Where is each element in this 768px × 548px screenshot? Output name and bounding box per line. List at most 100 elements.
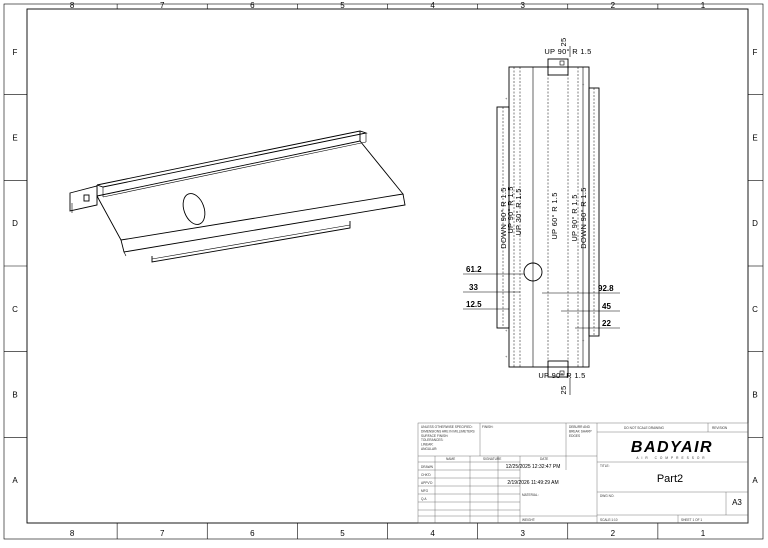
bend-note: UP 90° R 1.5 — [570, 194, 579, 241]
dwg-no-label: DWG NO. — [600, 494, 614, 498]
name-header: NAME — [446, 457, 455, 461]
column-label: 3 — [520, 529, 525, 538]
scale-label: SCALE:1:10 — [600, 518, 618, 522]
approval-row-date: 12/25/2025 12:32:47 PM — [506, 464, 561, 470]
signature-header: SIGNATURE — [483, 457, 501, 461]
revision-label: REVISION — [712, 426, 728, 430]
column-label: 7 — [160, 1, 165, 10]
tolerance-note-line: DIMENSIONS ARE IN MILLIMETERS — [421, 429, 475, 433]
svg-text:+: + — [505, 354, 508, 359]
column-label: 1 — [701, 1, 706, 10]
tolerance-note-line: LINEAR: — [421, 443, 434, 447]
column-label: 1 — [701, 529, 706, 538]
approval-row-label: Q.A — [421, 497, 427, 501]
bend-note: DOWN 90° R 1.5 — [499, 187, 508, 248]
column-label: 7 — [160, 529, 165, 538]
bottom-bend-note: UP 90° R 1.5 — [538, 371, 585, 380]
finish-label: FINISH: — [482, 425, 493, 429]
approval-row-label: MFG — [421, 489, 429, 493]
row-label: E — [752, 134, 757, 143]
do-not-scale-label: DO NOT SCALE DRAWING — [624, 426, 664, 430]
top-size-label: 25 — [559, 38, 568, 47]
outer-border — [3, 3, 764, 540]
row-label: A — [752, 476, 758, 485]
weight-label: WEIGHT: — [522, 518, 535, 522]
row-label: D — [752, 219, 758, 228]
iso-front-fold — [120, 193, 406, 253]
svg-text:+: + — [582, 82, 585, 87]
dim-left-3: 12.5 — [466, 300, 482, 309]
sheet-number: SHEET 1 OF 1 — [681, 518, 702, 522]
tolerance-note-line: SURFACE FINISH: — [421, 434, 448, 438]
column-labels-bottom: 8 7 6 5 4 3 2 1 — [70, 529, 706, 538]
column-label: 8 — [70, 1, 75, 10]
row-label: B — [12, 391, 17, 400]
dim-right-2: 45 — [602, 302, 611, 311]
svg-text:+: + — [505, 328, 508, 333]
column-label: 2 — [611, 529, 616, 538]
tolerance-note-line: TOLERANCES: — [421, 438, 444, 442]
dim-right-1: 92.8 — [598, 284, 614, 293]
row-label: D — [12, 219, 18, 228]
bottom-tab — [547, 360, 569, 378]
zone-ticks — [4, 4, 763, 539]
row-labels-left: F E D C B A — [12, 48, 18, 485]
approval-row-label: DRAWN — [421, 465, 434, 469]
row-label: A — [12, 476, 18, 485]
deburr-line: DEBURR AND — [569, 425, 591, 429]
deburr-line: EDGES — [569, 434, 580, 438]
dim-right-3: 22 — [602, 319, 611, 328]
column-label: 6 — [250, 529, 255, 538]
tolerance-note-line: ANGULAR: — [421, 447, 437, 451]
approval-rows: DRAWN 12/25/2025 12:32:47 PM CHK'D APPV'D 2/… — [421, 464, 560, 501]
approval-row-label: CHK'D — [421, 473, 431, 477]
tolerance-notes: UNLESS OTHERWISE SPECIFIED:DIMENSIONS AR… — [421, 425, 475, 451]
column-label: 5 — [340, 1, 345, 10]
date-header: DATE — [540, 457, 548, 461]
row-label: F — [753, 48, 758, 57]
row-label: F — [13, 48, 18, 57]
logo-tagline: AIR COMPRESSOR — [636, 456, 707, 460]
column-label: 4 — [430, 1, 435, 10]
material-label: MATERIAL: — [522, 493, 539, 497]
svg-text:+: + — [505, 96, 508, 101]
bend-note: UP 90° R 1.5 — [506, 186, 515, 233]
iso-left-flange — [69, 185, 98, 212]
top-bend-note: UP 90° R 1.5 — [544, 47, 591, 56]
column-label: 5 — [340, 529, 345, 538]
part-name: Part2 — [657, 473, 683, 485]
flat-pattern-view: + + + + + UP 90° R 1.5 UP 90° R 1.5 25 2… — [463, 38, 620, 395]
title-label: TITLE: — [600, 464, 610, 468]
column-label: 6 — [250, 1, 255, 10]
title-block: UNLESS OTHERWISE SPECIFIED:DIMENSIONS AR… — [417, 422, 749, 524]
dim-left-1: 61.2 — [466, 265, 482, 274]
row-label: B — [752, 391, 757, 400]
approval-row-date: 2/19/2026 11:49:29 AM — [507, 480, 558, 486]
bend-note: DOWN 90° R 1.5 — [579, 187, 588, 248]
svg-text:+: + — [582, 338, 585, 343]
iso-slot — [83, 194, 90, 202]
approval-row-label: APPV'D — [421, 481, 433, 485]
deburr-line: BREAK SHARP — [569, 429, 592, 433]
tolerance-note-line: UNLESS OTHERWISE SPECIFIED: — [421, 425, 473, 429]
flat-hole — [523, 262, 543, 282]
bottom-size-label: 25 — [559, 386, 568, 395]
logo-wordmark: BADYAIR — [631, 439, 713, 456]
iso-hole — [182, 193, 206, 225]
dim-left-2: 33 — [469, 283, 478, 292]
iso-main-face — [96, 140, 404, 241]
sheet-size: A3 — [732, 498, 742, 507]
column-label: 8 — [70, 529, 75, 538]
bend-note: UP 60° R 1.5 — [550, 192, 559, 239]
column-label: 2 — [611, 1, 616, 10]
row-label: E — [12, 134, 17, 143]
column-label: 4 — [430, 529, 435, 538]
bend-note: UP 30° R 1.5 — [514, 188, 523, 235]
row-label: C — [12, 305, 18, 314]
